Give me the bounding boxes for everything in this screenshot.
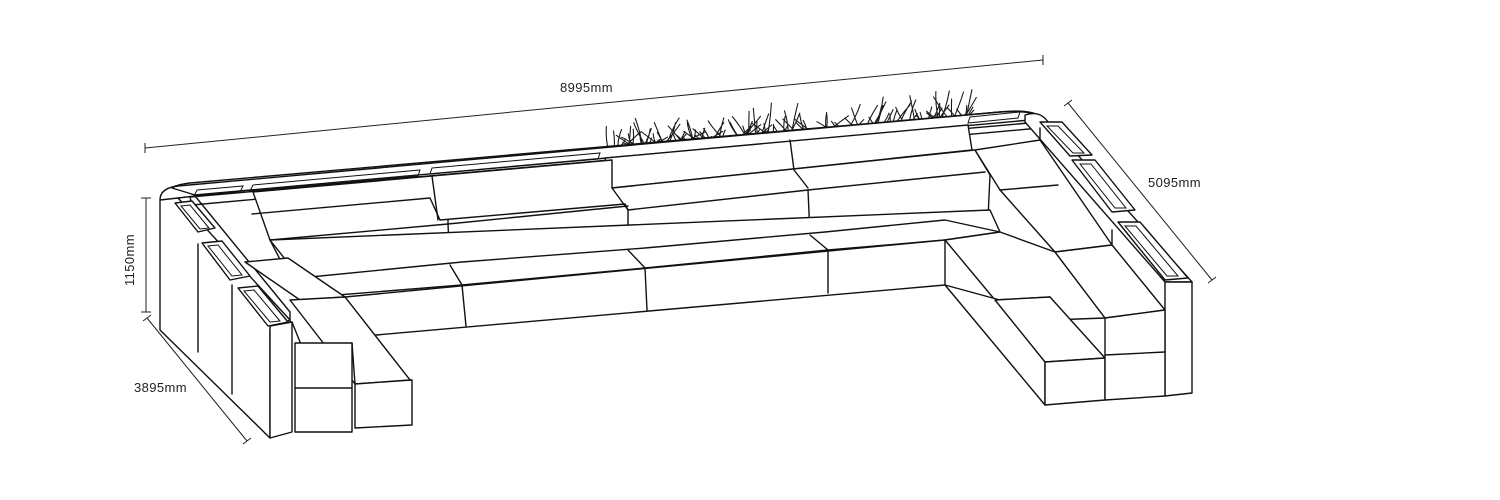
right-arm [1024,112,1193,397]
dimension-depth-left-label: 3895mm [134,380,187,395]
left-arm [159,195,293,439]
dimension-height-label: 1150mm [122,234,137,286]
dimension-depth-right-label: 5095mm [1148,175,1201,190]
dimension-length-label: 8995mm [560,80,613,95]
dimension-length [144,55,1044,153]
dimension-height [141,197,151,313]
left-seat-blocks [244,257,413,433]
dimension-depth-left [142,314,252,445]
dimension-depth-right [1063,99,1217,284]
right-seat-tiers [944,127,1166,406]
